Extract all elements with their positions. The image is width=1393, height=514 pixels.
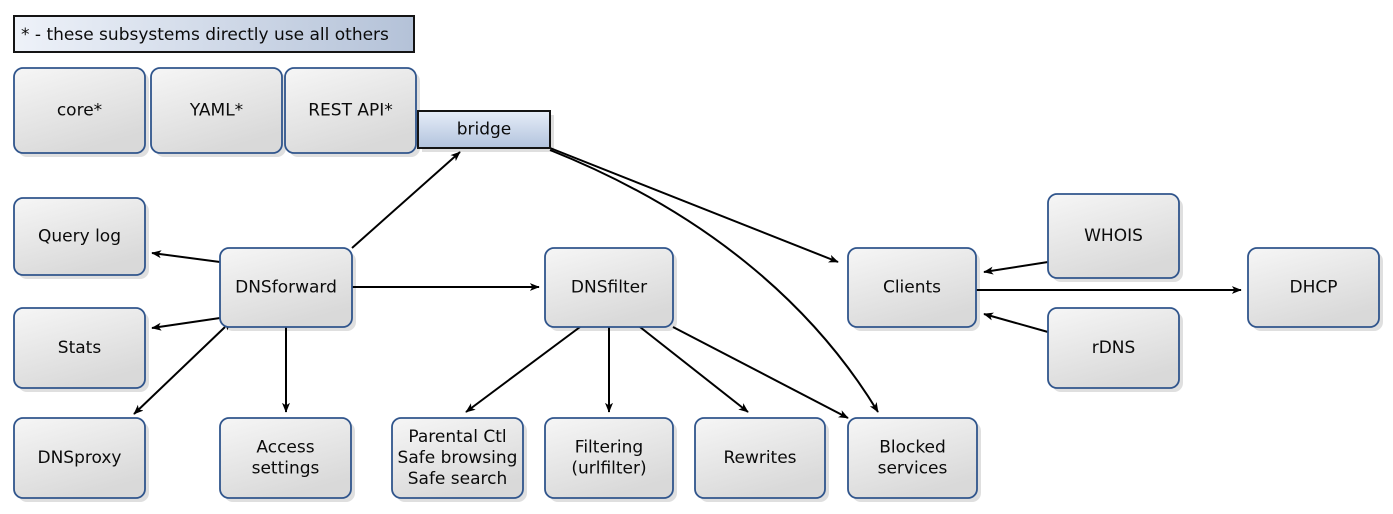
node-label: Rewrites [723, 448, 796, 468]
node-label: DNSfilter [571, 278, 647, 298]
node-bridge[interactable]: bridge [417, 110, 551, 149]
node-box [219, 247, 353, 328]
node-whois[interactable]: WHOIS [1047, 193, 1180, 279]
edge-dnsforward-to-stats [151, 317, 221, 331]
node-box [544, 247, 674, 328]
edge-whois-to-clients [983, 261, 1049, 275]
node-box [13, 307, 146, 389]
node-box [1047, 307, 1180, 389]
node-box [284, 67, 417, 154]
edge-dnsfilter-to-blocked [672, 326, 849, 419]
edge-dnsfilter-to-parental [465, 326, 581, 413]
node-box [219, 417, 352, 499]
node-box [694, 417, 826, 499]
node-filtering[interactable]: Filtering(urlfilter) [544, 417, 674, 499]
node-label: Clients [883, 278, 941, 298]
node-box [1047, 193, 1180, 279]
node-rdns[interactable]: rDNS [1047, 307, 1180, 389]
node-box [847, 417, 978, 499]
edge-dnsfilter-to-rewrites [639, 326, 749, 413]
edge-dnsforward-to-bridge [351, 151, 461, 249]
node-box [417, 110, 551, 149]
legend-box [13, 15, 415, 53]
legend-text: * - these subsystems directly use all ot… [21, 25, 389, 45]
node-label: DNSforward [235, 278, 337, 298]
edge-layer [133, 147, 1242, 419]
legend-layer: * - these subsystems directly use all ot… [13, 15, 415, 53]
node-label: Query log [38, 227, 121, 247]
node-stats[interactable]: Stats [13, 307, 146, 389]
node-label: rDNS [1092, 338, 1136, 358]
node-box [1247, 247, 1380, 328]
node-querylog[interactable]: Query log [13, 197, 146, 276]
node-label: DNSproxy [37, 448, 121, 468]
node-yaml[interactable]: YAML* [150, 67, 283, 154]
node-box [391, 417, 524, 499]
node-label: WHOIS [1084, 226, 1143, 246]
edge-bridge-to-blocked [549, 149, 879, 413]
node-label: Filtering(urlfilter) [571, 438, 646, 479]
node-restapi[interactable]: REST API* [284, 67, 417, 154]
node-box [847, 247, 977, 328]
node-label: REST API* [308, 101, 393, 121]
node-dnsproxy[interactable]: DNSproxy [13, 417, 146, 499]
node-box [13, 417, 146, 499]
node-dhcp[interactable]: DHCP [1247, 247, 1380, 328]
edge-dnsforward-to-querylog [151, 250, 221, 263]
edge-bridge-to-clients [549, 147, 839, 263]
node-label: DHCP [1290, 278, 1338, 298]
node-box [544, 417, 674, 499]
node-dnsforward[interactable]: DNSforward [219, 247, 353, 328]
node-label: YAML* [189, 101, 243, 121]
node-clients[interactable]: Clients [847, 247, 977, 328]
node-label: core* [57, 101, 102, 121]
node-dnsfilter[interactable]: DNSfilter [544, 247, 674, 328]
node-label: Stats [58, 338, 102, 358]
node-box [150, 67, 283, 154]
node-core[interactable]: core* [13, 67, 146, 154]
node-rewrites[interactable]: Rewrites [694, 417, 826, 499]
edge-dnsforward-to-dnsproxy [133, 320, 232, 415]
node-box [13, 67, 146, 154]
edge-rdns-to-clients [983, 312, 1049, 333]
node-label: bridge [457, 120, 512, 140]
node-box [13, 197, 146, 276]
